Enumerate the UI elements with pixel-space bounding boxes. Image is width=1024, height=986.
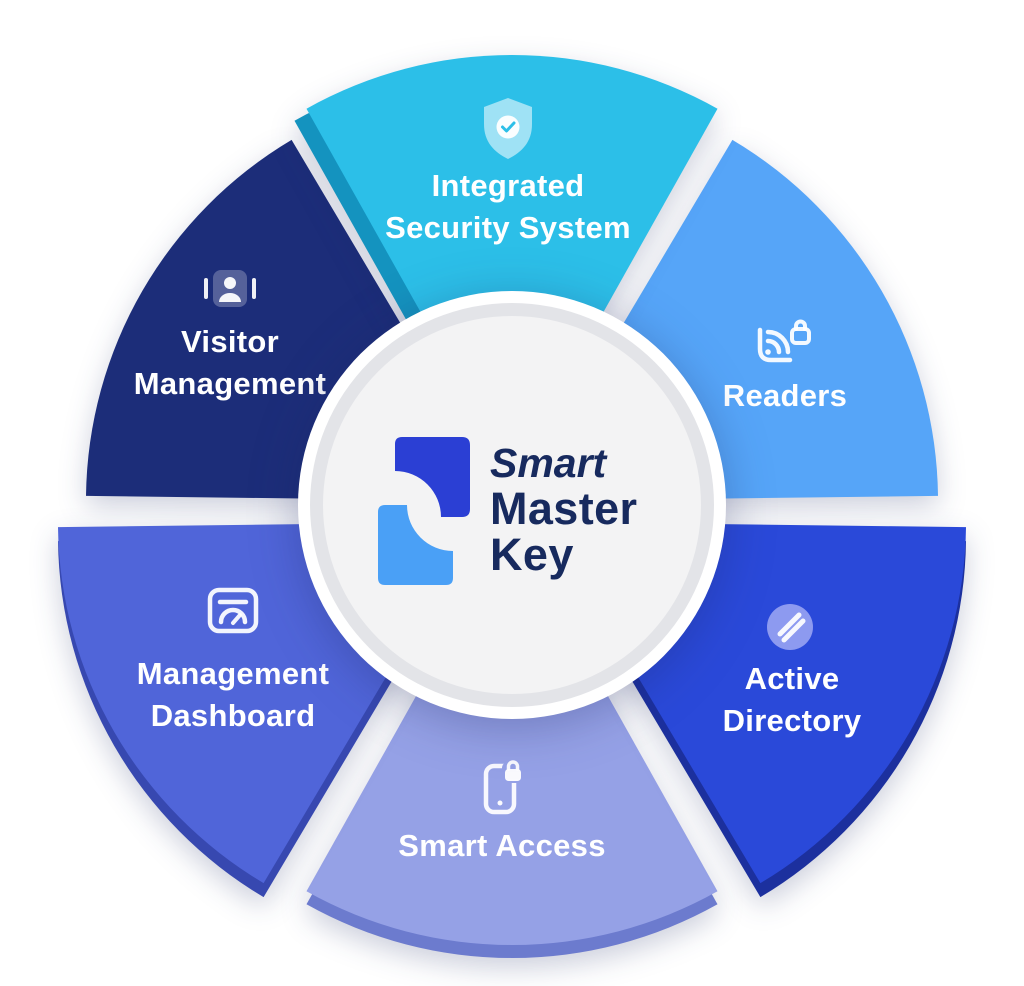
brand-logo-icon: [378, 437, 470, 585]
segment-label: Directory: [723, 703, 862, 738]
logo-mark-light-piece: [378, 505, 453, 585]
segment-smart-access: Smart Access: [306, 525, 718, 959]
visitor-badge-icon: [204, 270, 256, 307]
brand-word-key: Key: [490, 529, 574, 580]
segment-label: Management: [137, 656, 329, 691]
segment-face: [306, 525, 718, 946]
dashboard-gauge-icon: [207, 587, 259, 634]
check-mark-icon: [501, 121, 516, 133]
shield-check-icon: [484, 98, 532, 159]
center-badge: Smart Master Key: [298, 291, 726, 719]
segment-label: Visitor: [181, 324, 279, 359]
segment-label: Readers: [723, 378, 847, 413]
segment-label: Active: [745, 661, 840, 696]
reader-signal-icon: [757, 319, 811, 363]
segment-label: Management: [134, 366, 326, 401]
brand-word-smart: Smart: [490, 440, 609, 486]
logo-mark-dark-piece: [395, 437, 470, 517]
segment-label: Smart Access: [398, 828, 606, 863]
segment-label: Security System: [385, 210, 631, 245]
segment-integrated-security-system: Integrated Security System: [294, 54, 718, 487]
segment-label: Dashboard: [151, 698, 316, 733]
brand-word-master: Master: [490, 483, 637, 534]
segment-label: Integrated: [432, 168, 585, 203]
sync-check-icon: [767, 604, 813, 650]
badge-inner-circle: [323, 316, 701, 694]
phone-lock-icon: [483, 760, 524, 815]
segment-face: [306, 54, 718, 475]
